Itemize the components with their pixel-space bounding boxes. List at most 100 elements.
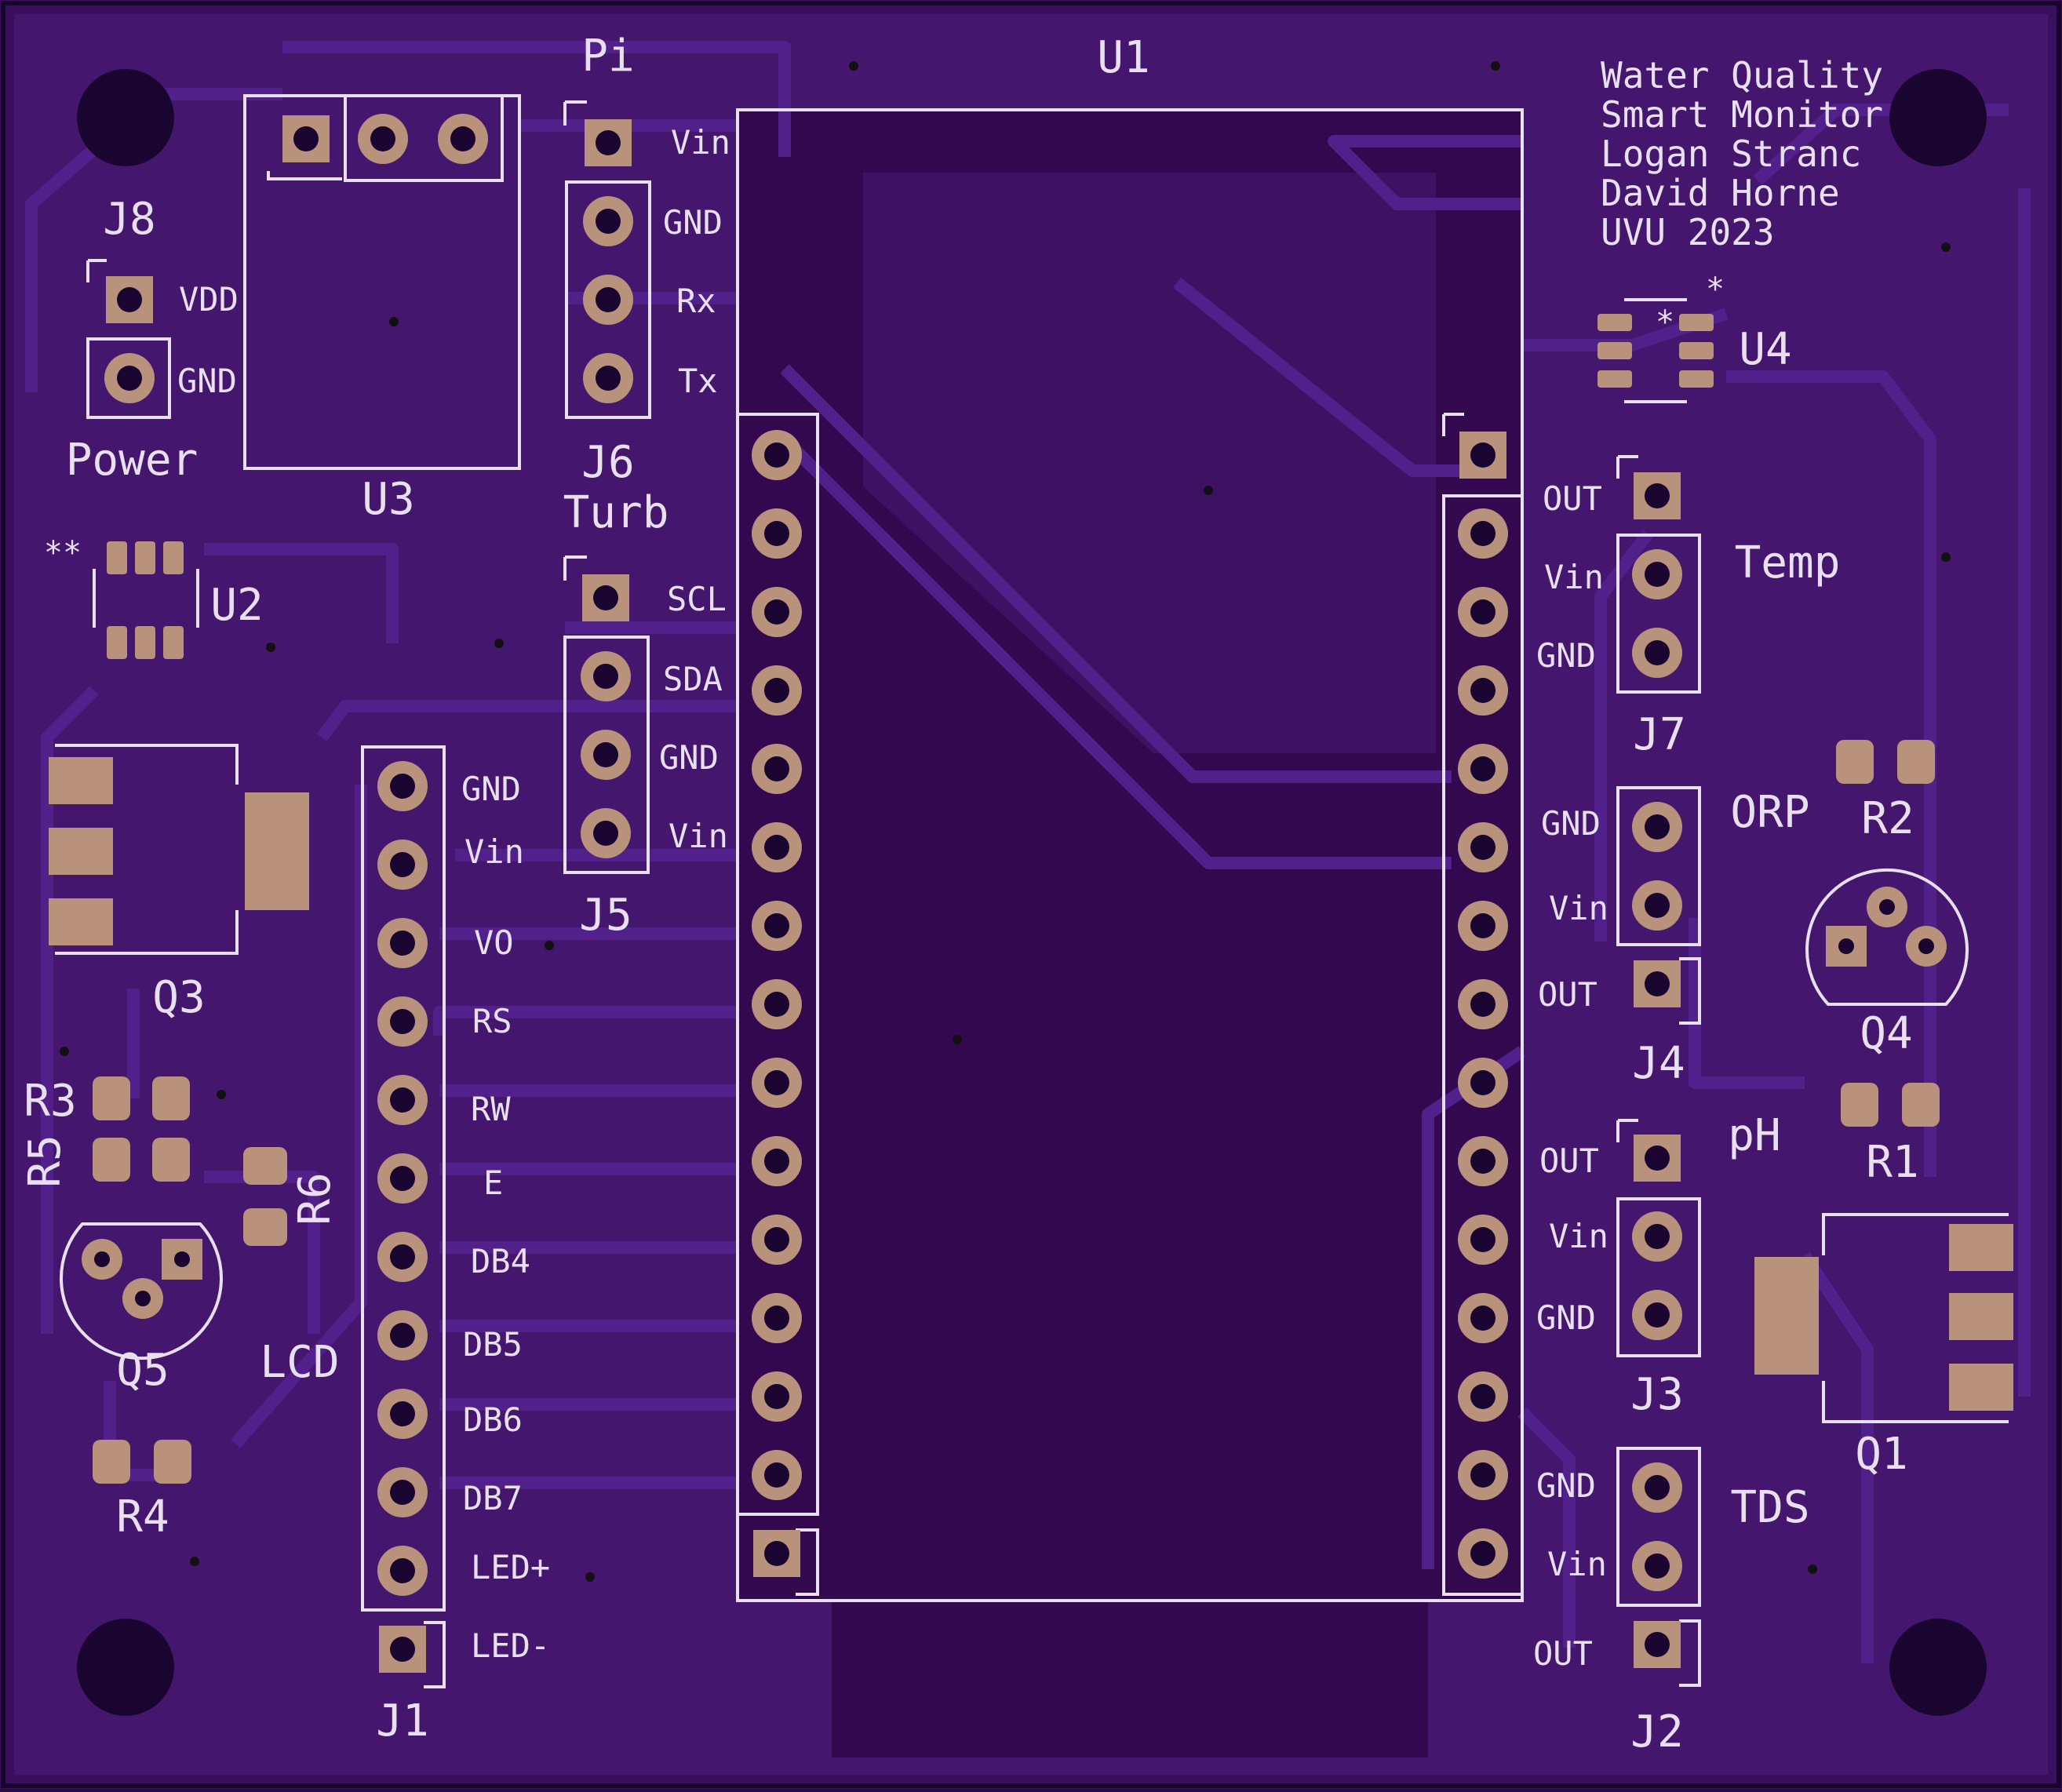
title-line-4: David Horne xyxy=(1601,172,1840,214)
q4-r2-group: R2 Q4 xyxy=(1805,740,1969,1059)
j1-pin-db4: DB4 xyxy=(471,1242,530,1280)
j3-pin-vin: Vin xyxy=(1549,1217,1608,1255)
temp-label: Temp xyxy=(1735,537,1841,588)
q3-regulator: Q3 xyxy=(49,744,309,1023)
j1-pin-db7: DB7 xyxy=(463,1479,523,1517)
j1-pin-gnd: GND xyxy=(461,770,521,808)
u4-chip: * * U4 xyxy=(1598,271,1792,403)
u1-module: U1 xyxy=(736,32,1524,1602)
j1-pin-db6: DB6 xyxy=(463,1400,523,1439)
mounting-holes xyxy=(77,69,1987,1716)
q5-label: Q5 xyxy=(116,1345,169,1396)
r5-label: R5 xyxy=(20,1135,71,1187)
j1-pin-rw: RW xyxy=(471,1090,511,1128)
u4-label: U4 xyxy=(1739,324,1791,375)
j3-pin-gnd: GND xyxy=(1536,1298,1596,1337)
mounting-hole-bl xyxy=(77,1619,174,1716)
u2-label: U2 xyxy=(210,580,263,631)
j8-pin-gnd: GND xyxy=(177,362,237,400)
j6-pi-header: Pi Vin GND Rx Tx J6 Turb xyxy=(563,31,730,538)
r6-label: R6 xyxy=(290,1172,341,1225)
pi-label: Pi xyxy=(581,31,634,82)
q4-label: Q4 xyxy=(1860,1008,1912,1059)
q1-label: Q1 xyxy=(1855,1429,1907,1480)
u1-label: U1 xyxy=(1097,32,1149,83)
resistors-left: R3 R5 R6 xyxy=(20,1076,341,1246)
title-block: Water Quality Smart Monitor Logan Stranc… xyxy=(1601,54,1883,253)
j6-pin-tx: Tx xyxy=(678,362,718,400)
j5-pin-scl: SCL xyxy=(667,580,727,618)
title-line-2: Smart Monitor xyxy=(1601,93,1883,136)
power-label: Power xyxy=(66,435,199,486)
u1-left-pads xyxy=(752,430,802,1577)
title-line-1: Water Quality xyxy=(1601,54,1883,97)
u3-label: U3 xyxy=(362,474,414,525)
j1-pin-vo: VO xyxy=(474,923,514,962)
j6-label: J6 xyxy=(581,437,634,488)
j4-orp-header: GND Vin OUT ORP J4 xyxy=(1538,786,1810,1089)
u4-mark-outer: * xyxy=(1706,271,1725,308)
title-line-5: UVU 2023 xyxy=(1601,211,1775,253)
j5-pin-vin: Vin xyxy=(669,817,728,855)
ph-label: pH xyxy=(1728,1110,1780,1161)
j1-pin-led-plus: LED+ xyxy=(471,1548,550,1586)
turb-label: Turb xyxy=(563,487,669,538)
u2-chip: ** U2 xyxy=(44,535,264,659)
j1-pin-rs: RS xyxy=(472,1002,512,1040)
j1-lcd-header: GND Vin VO RS RW E DB4 DB5 DB6 DB7 LED+ … xyxy=(361,745,550,1746)
r3-label: R3 xyxy=(24,1076,76,1127)
j2-pin-out: OUT xyxy=(1533,1634,1593,1673)
j1-pin-e: E xyxy=(483,1164,503,1202)
j4-label: J4 xyxy=(1632,1038,1685,1089)
j5-turb-header: SCL SDA GND Vin J5 xyxy=(563,555,728,941)
q1-regulator: Q1 xyxy=(1754,1213,2013,1480)
r1-label: R1 xyxy=(1866,1137,1918,1188)
copper-zones xyxy=(738,110,1522,1757)
j2-pin-gnd: GND xyxy=(1536,1466,1596,1505)
r4-resistor: R4 xyxy=(93,1440,191,1543)
q5-transistor: Q5 LCD xyxy=(60,1222,340,1396)
j7-pin-vin: Vin xyxy=(1544,558,1604,596)
tds-label: TDS xyxy=(1730,1482,1809,1533)
j8-label: J8 xyxy=(103,194,155,245)
j2-label: J2 xyxy=(1630,1706,1683,1757)
j6-pin-rx: Rx xyxy=(676,282,716,320)
j1-pin-db5: DB5 xyxy=(463,1325,523,1364)
j1-label: J1 xyxy=(376,1695,428,1746)
u2-mark: ** xyxy=(44,535,82,571)
j7-pin-gnd: GND xyxy=(1536,636,1596,675)
j6-pin-vin: Vin xyxy=(671,123,730,162)
j7-temp-header: OUT Vin GND Temp J7 xyxy=(1536,455,1841,760)
j5-pin-gnd: GND xyxy=(659,738,719,777)
r1-resistor: R1 xyxy=(1841,1083,1940,1188)
r2-label: R2 xyxy=(1861,793,1914,844)
j6-pin-gnd: GND xyxy=(663,203,723,242)
j8-power-header: J8 VDD GND Power xyxy=(66,194,239,486)
j5-pin-sda: SDA xyxy=(663,660,723,698)
orp-label: ORP xyxy=(1730,787,1809,838)
j1-pin-vin: Vin xyxy=(464,832,524,871)
j2-tds-header: GND Vin OUT TDS J2 xyxy=(1533,1447,1810,1757)
r4-label: R4 xyxy=(116,1492,169,1543)
u3-module: U3 xyxy=(243,94,521,525)
u4-mark-inner: * xyxy=(1656,304,1674,341)
lcd-label: LCD xyxy=(260,1337,339,1388)
u1-right-pads xyxy=(1458,432,1508,1579)
mounting-hole-tl xyxy=(77,69,174,166)
j1-pads xyxy=(377,761,428,1673)
j2-pin-vin: Vin xyxy=(1547,1545,1607,1583)
j3-ph-header: OUT Vin GND pH J3 xyxy=(1536,1110,1781,1420)
mounting-hole-tr xyxy=(1889,69,1987,166)
j4-pin-vin: Vin xyxy=(1549,889,1608,927)
j3-label: J3 xyxy=(1630,1369,1683,1420)
j7-label: J7 xyxy=(1633,709,1685,760)
j7-pin-out: OUT xyxy=(1543,479,1602,518)
j4-pin-gnd: GND xyxy=(1541,804,1601,843)
vias xyxy=(60,61,1951,1582)
q3-label: Q3 xyxy=(152,972,205,1023)
j5-label: J5 xyxy=(579,890,632,941)
j1-pin-led-minus: LED- xyxy=(471,1626,550,1665)
